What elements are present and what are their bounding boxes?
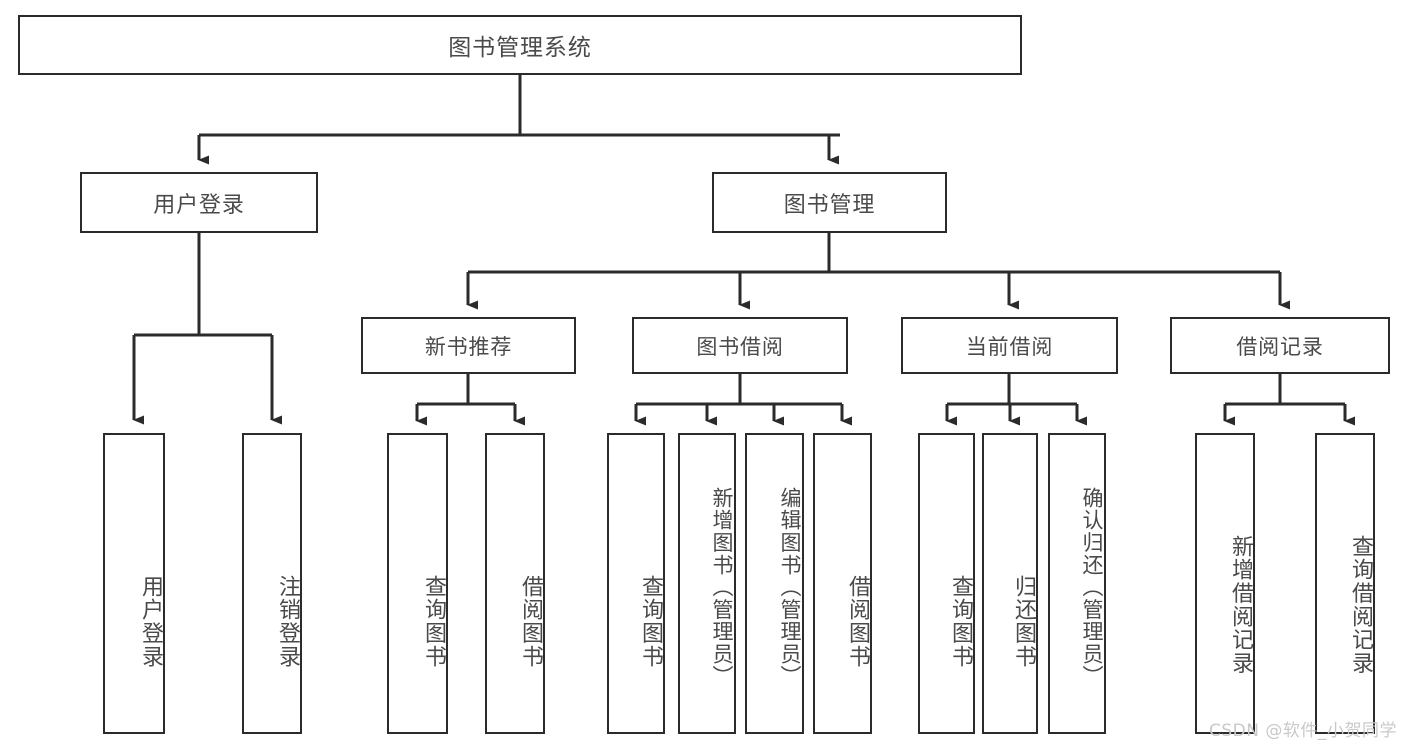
node-leaf-borrow-book-2[interactable]: 借阅图书 [813, 433, 872, 734]
node-leaf-query-book-2-label: 查询图书 [638, 574, 663, 669]
node-leaf-query-record-label: 查询借阅记录 [1348, 534, 1373, 675]
node-leaf-add-record-label: 新增借阅记录 [1228, 534, 1253, 675]
node-new-book-recommend-label: 新书推荐 [424, 334, 513, 359]
node-root-label: 图书管理系统 [448, 35, 592, 61]
node-leaf-add-book[interactable]: 新增图书（管理员） [678, 433, 736, 734]
node-leaf-logout-label: 注销登录 [275, 574, 300, 669]
node-leaf-edit-book-label: 编辑图书（管理员） [778, 487, 802, 688]
node-leaf-user-login[interactable]: 用户登录 [103, 433, 165, 734]
node-leaf-add-book-label: 新增图书（管理员） [710, 487, 734, 688]
node-leaf-query-book-3-label: 查询图书 [948, 574, 973, 669]
node-book-borrow-label: 图书借阅 [696, 334, 784, 359]
node-leaf-edit-book[interactable]: 编辑图书（管理员） [745, 433, 804, 734]
node-leaf-return-book[interactable]: 归还图书 [982, 433, 1038, 734]
node-leaf-query-book-1[interactable]: 查询图书 [387, 433, 448, 734]
node-leaf-query-record[interactable]: 查询借阅记录 [1315, 433, 1375, 734]
node-leaf-borrow-book-1[interactable]: 借阅图书 [485, 433, 545, 734]
node-leaf-borrow-book-2-label: 借阅图书 [845, 574, 870, 669]
node-leaf-confirm-return[interactable]: 确认归还（管理员） [1048, 433, 1106, 734]
node-current-borrow-label: 当前借阅 [965, 334, 1054, 359]
node-leaf-query-book-3[interactable]: 查询图书 [918, 433, 975, 734]
node-leaf-logout[interactable]: 注销登录 [242, 433, 302, 734]
node-book-management[interactable]: 图书管理 [712, 172, 947, 233]
node-user-login[interactable]: 用户登录 [80, 172, 318, 233]
node-leaf-query-book-2[interactable]: 查询图书 [607, 433, 665, 734]
node-user-login-label: 用户登录 [153, 192, 245, 218]
node-root[interactable]: 图书管理系统 [18, 15, 1022, 75]
node-leaf-confirm-return-label: 确认归还（管理员） [1080, 487, 1104, 688]
node-current-borrow[interactable]: 当前借阅 [901, 317, 1118, 374]
node-leaf-user-login-label: 用户登录 [138, 574, 163, 669]
node-leaf-return-book-label: 归还图书 [1011, 574, 1036, 669]
node-leaf-query-book-1-label: 查询图书 [421, 574, 446, 669]
node-book-borrow[interactable]: 图书借阅 [632, 317, 848, 374]
csdn-watermark: CSDN @软件_小贺同学 [1208, 721, 1397, 741]
node-new-book-recommend[interactable]: 新书推荐 [361, 317, 576, 374]
node-book-management-label: 图书管理 [783, 192, 876, 218]
node-leaf-borrow-book-1-label: 借阅图书 [518, 574, 543, 669]
node-leaf-add-record[interactable]: 新增借阅记录 [1195, 433, 1255, 734]
node-borrow-record[interactable]: 借阅记录 [1170, 317, 1390, 374]
node-borrow-record-label: 借阅记录 [1236, 334, 1324, 359]
